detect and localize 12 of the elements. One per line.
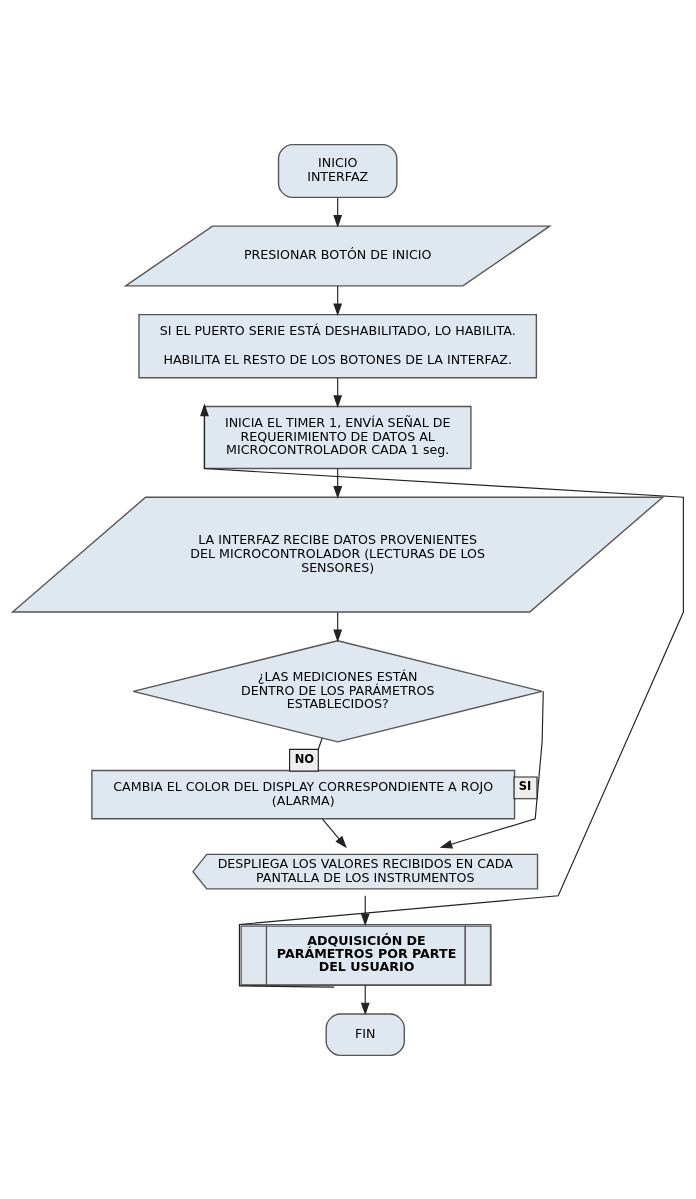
arrow	[360, 984, 370, 1015]
edge-label: NO	[294, 751, 315, 766]
node-box: FIN	[325, 1012, 405, 1056]
node-diamond: ¿LAS MEDICIONES ESTÁN DENTRO DE LOS PARÁMETROS ESTABLECIDOS?	[132, 639, 543, 743]
node-box: INICIA EL TIMER 1, ENVÍA SEÑAL DE REQUERIMIENTO DE DATOS AL MICROCONTROLADOR CADA 1 seg.	[203, 405, 472, 469]
arrow	[439, 690, 544, 848]
edge-label: SI	[518, 778, 532, 793]
node-box: CAMBIA EL COLOR DEL DISPLAY CORRESPONDIENTE A ROJO (ALARMA)	[91, 769, 516, 819]
node-box: INICIO INTERFAZ	[277, 143, 398, 198]
node-box: SI EL PUERTO SERIE ESTÁ DESHABILITADO, LO HABILITA. HABILITA EL RESTO DE LOS BOTONES DE LA INTERFAZ.	[138, 313, 538, 378]
arrow	[360, 894, 370, 926]
arrow	[321, 817, 347, 848]
